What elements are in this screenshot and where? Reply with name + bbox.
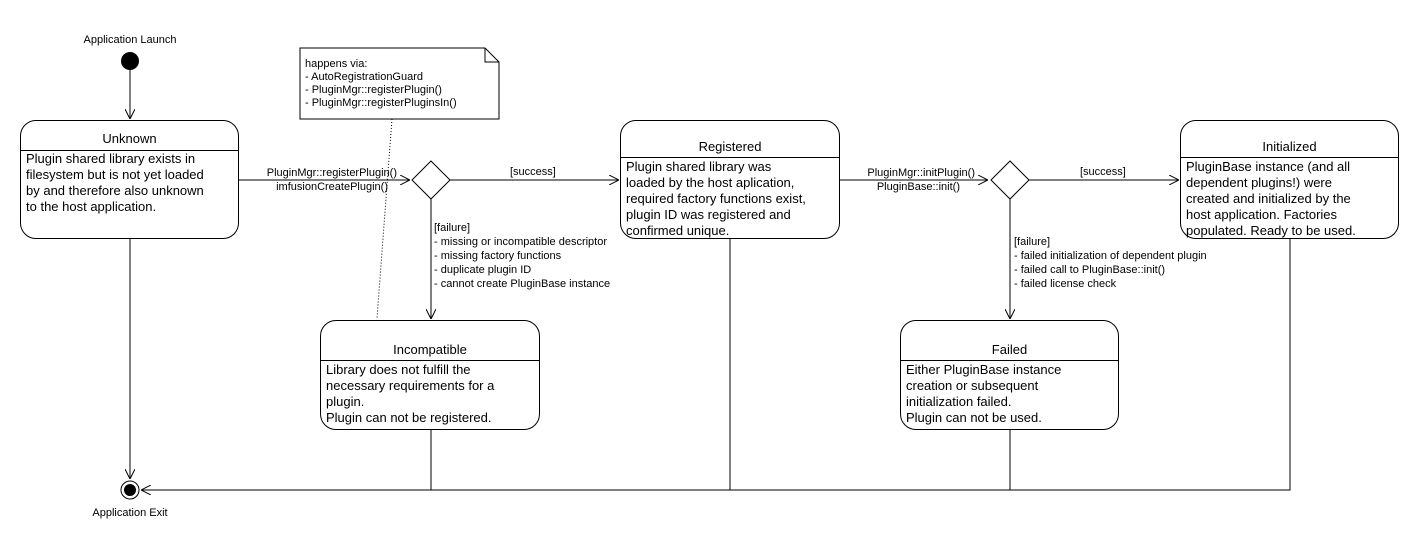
register-failure-label: [failure] - missing or incompatible desc… (434, 222, 611, 290)
end-label: Application Exit (92, 507, 168, 519)
register-call-label: PluginMgr::registerPlugin() (266, 167, 397, 179)
note-shape (299, 47, 500, 120)
state-registered-body: Plugin shared library was loaded by the … (626, 159, 806, 238)
register-success-label: [success] (510, 166, 556, 178)
exit-merge-line (141, 239, 1291, 490)
state-incompatible-divider (321, 360, 539, 361)
init-decision-node (990, 160, 1030, 200)
state-failed: Failed Either PluginBase instance creati… (900, 320, 1119, 430)
init-failure-label: [failure] - failed initialization of dep… (1014, 236, 1207, 290)
register-decision-node (411, 160, 451, 200)
register-create-label: imfusionCreatePlugin() (276, 181, 388, 193)
state-initialized-divider (1181, 157, 1398, 158)
state-unknown-divider (21, 150, 238, 151)
state-failed-title: Failed (991, 342, 1028, 357)
note-fold (484, 48, 499, 63)
state-failed-body: Either PluginBase instance creation or s… (906, 362, 1062, 425)
state-initialized-body: PluginBase instance (and all dependent p… (1186, 159, 1356, 238)
state-unknown-body: Plugin shared library exists in filesyst… (26, 151, 204, 214)
state-incompatible: Incompatible Library does not fulfill th… (320, 320, 540, 430)
note-anchor (376, 118, 393, 319)
state-failed-divider (901, 360, 1118, 361)
state-incompatible-title: Incompatible (393, 342, 467, 357)
state-unknown-title: Unknown (102, 131, 157, 146)
final-node-dot (124, 484, 136, 496)
initial-node (121, 52, 139, 70)
state-registered: Registered Plugin shared library was loa… (620, 120, 840, 239)
state-initialized-title: Initialized (1262, 139, 1317, 154)
state-registered-divider (621, 157, 839, 158)
note-text: happens via: - AutoRegistrationGuard - P… (305, 58, 457, 109)
init-call-label: PluginMgr::initPlugin() (867, 167, 975, 179)
start-label: Application Launch (83, 34, 177, 46)
state-unknown: Unknown Plugin shared library exists in … (20, 120, 239, 239)
init-base-label: PluginBase::init() (876, 181, 960, 193)
state-registered-title: Registered (698, 139, 762, 154)
state-initialized: Initialized PluginBase instance (and all… (1180, 120, 1399, 239)
init-success-label: [success] (1080, 166, 1126, 178)
state-incompatible-body: Library does not fulfill the necessary r… (326, 362, 495, 425)
